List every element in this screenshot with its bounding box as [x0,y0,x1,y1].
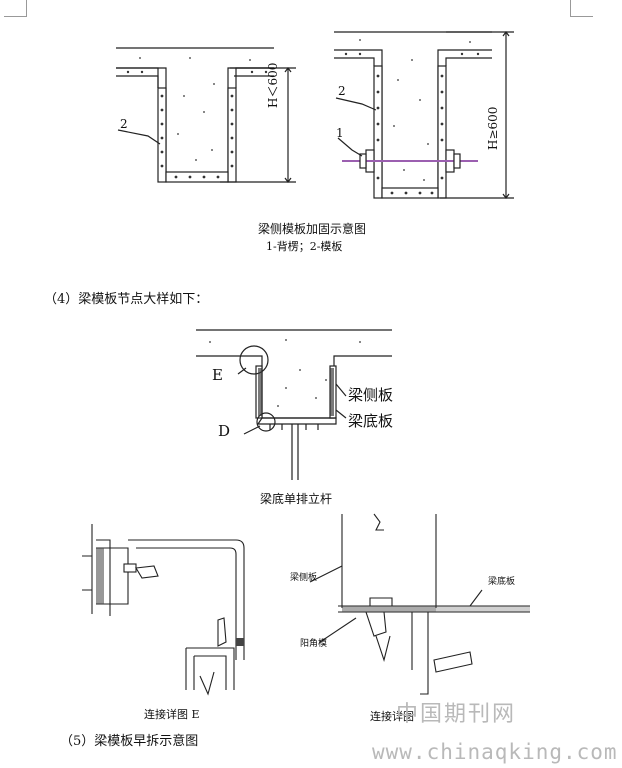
figure2-caption: 梁底单排立杆 [260,492,333,506]
crop-mark-top-right [570,0,593,17]
figure2-label-e: E [212,366,223,384]
figure2-label-side: 梁侧板 [348,386,394,404]
figure3-label-side: 梁侧板 [290,573,318,583]
crop-mark-top-left [4,0,27,17]
figure1-left-callout-2: 2 [120,117,128,131]
figure2-label-bottom: 梁底板 [348,412,394,430]
figure1-caption-legend: 1-背楞；2-模板 [266,240,343,253]
figure3-label-bottom: 梁底板 [488,577,516,587]
figure3-label-corner: 阳角模 [300,639,328,649]
section4-heading: （4）梁模板节点大样如下： [44,292,209,307]
figure1-caption-title: 梁侧模板加固示意图 [258,222,367,236]
section5-heading: （5）梁模板早拆示意图 [60,734,199,749]
figure1-right-callout-2: 2 [338,84,346,98]
figure3-caption-right: 连接详图 [370,710,414,723]
figure2-label-d: D [218,422,231,440]
watermark-url: www.chinaqking.com [372,740,618,764]
figure3-caption-left: 连接详图 E [144,708,200,721]
watermark-logo-text: 中国期刊网 [396,702,517,727]
figure1-right-callout-1: 1 [336,126,344,140]
